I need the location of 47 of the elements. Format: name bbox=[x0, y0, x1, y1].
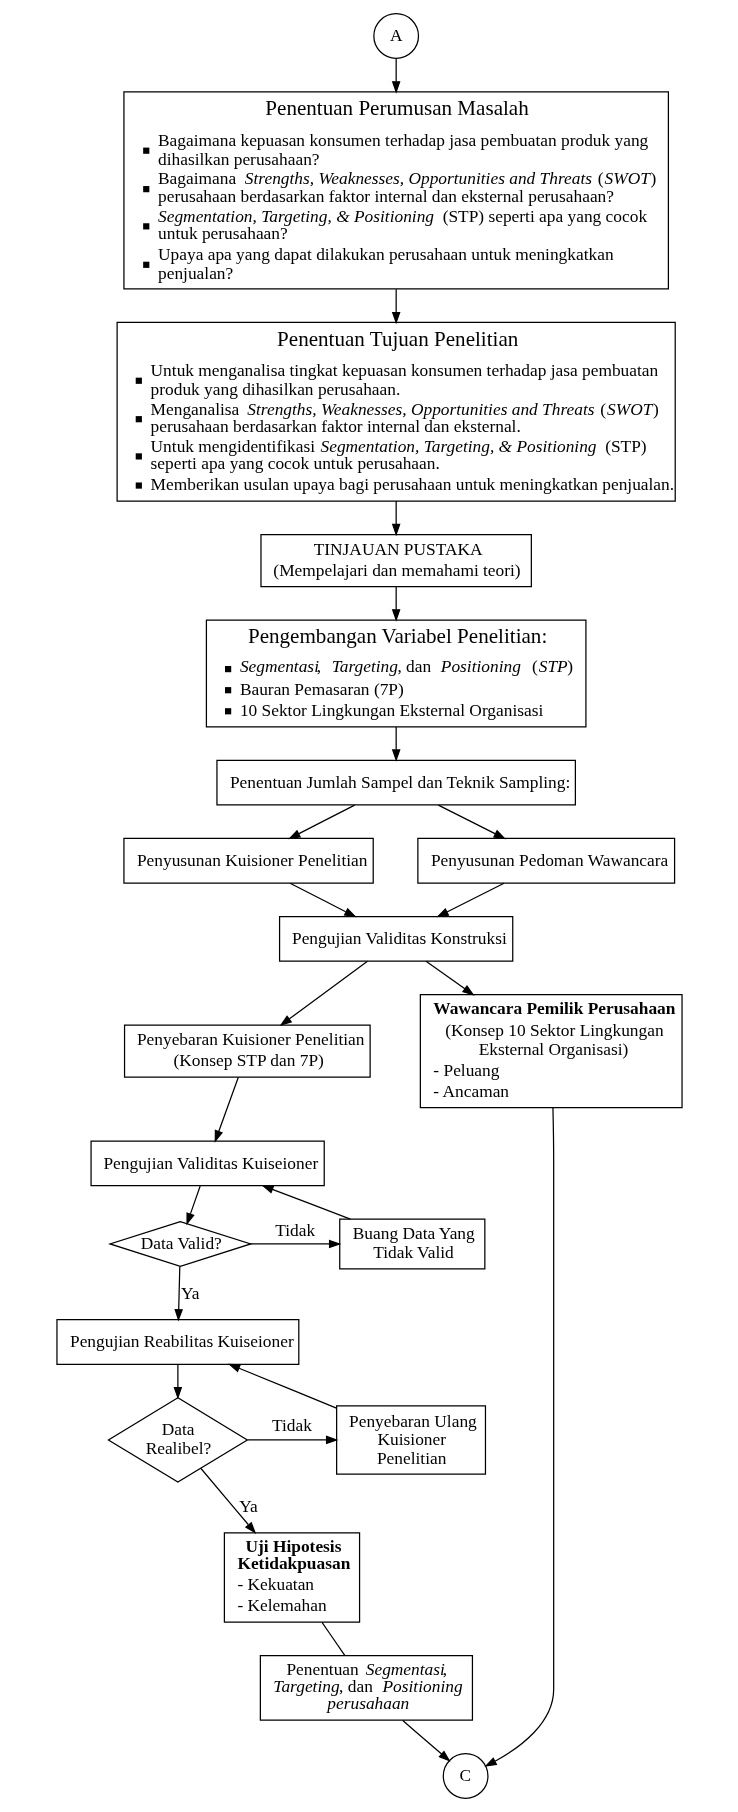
arrow bbox=[391, 726, 400, 762]
node-box: Buang Data Yang Tidak Valid bbox=[338, 1218, 485, 1270]
arrow bbox=[246, 1435, 338, 1445]
node-box: Pengujian Validitas Konstruksi bbox=[278, 915, 513, 962]
arrow bbox=[391, 500, 400, 537]
arrow bbox=[249, 1239, 341, 1249]
node-box: Penentuan Tujuan Penelitian Untuk menganalisa tingkat kepuasan konsumen terhadap jasa pembuatan produk yang dihasilkan perusahaan. Menganalisa Strengths, Weaknesses, Opportunities and Threats (SWOT) perusahaan berdasarkan faktor internal dan eksternal. Untuk mengidentifikasi Segmentation, Targeting, & Positioning (STP) seperti apa yang cocok untuk perusahaan. Memberikan usulan upaya bagi perusahaan untuk meningkatkan penjualan. bbox=[116, 321, 676, 502]
node-box: Penyebaran Ulang Kuisioner Penelitian bbox=[335, 1405, 486, 1475]
edge-label: Ya bbox=[180, 1283, 200, 1303]
node-box: Penyebaran Kuisioner Penelitian (Konsep STP dan 7P) bbox=[123, 1024, 371, 1078]
arrow bbox=[288, 882, 357, 918]
node-box: Penyusunan Kuisioner Penelitian bbox=[122, 837, 374, 884]
node-box: Pengujian Reabilitas Kuiseioner bbox=[55, 1319, 299, 1365]
arrow bbox=[391, 288, 400, 325]
arrow bbox=[173, 1265, 183, 1322]
edge-label: Tidak bbox=[271, 1416, 312, 1436]
arrow bbox=[173, 1363, 182, 1400]
arrow bbox=[483, 1107, 554, 1767]
arrow bbox=[437, 804, 506, 840]
connector bbox=[320, 1621, 346, 1657]
node-box: Penentuan Segmentasi, Targeting, dan Positioning perusahaan bbox=[259, 1655, 473, 1721]
arrow bbox=[185, 1185, 201, 1226]
arrow bbox=[435, 882, 505, 918]
node-box: Penentuan Jumlah Sampel dan Teknik Sampling: bbox=[215, 759, 576, 806]
arrow bbox=[260, 1185, 351, 1220]
arrow bbox=[424, 960, 475, 996]
node-circle: A bbox=[372, 13, 419, 59]
arrow bbox=[401, 1719, 451, 1762]
node-box: TINJAUAN PUSTAKA (Mempelajari dan memahami teori) bbox=[259, 533, 532, 588]
node-box: Wawancara Pemilik Perusahaan (Konsep 10 Sektor Lingkungan Eksternal Organisasi) - Peluang - Ancaman bbox=[419, 994, 683, 1109]
edge-label: Ya bbox=[238, 1497, 258, 1517]
arrow bbox=[287, 804, 355, 840]
node-box: Penyusunan Pedoman Wawancara bbox=[416, 837, 675, 884]
arrow bbox=[391, 586, 400, 622]
arrow bbox=[199, 1467, 256, 1534]
arrow bbox=[227, 1363, 337, 1409]
arrow bbox=[214, 1076, 239, 1143]
arrow bbox=[279, 960, 368, 1027]
node-box: Penentuan Perumusan Masalah Bagaimana kepuasan konsumen terhadap jasa pembuatan produk yang dihasilkan perusahaan? Bagaimana Strengths, Weaknesses, Opportunities and Threats (SWOT) perusahaan berdasarkan faktor internal dan eksternal perusahaan? Segmentation, Targeting, & Positioning (STP) seperti apa yang cocok untuk perusahaan? Upaya apa yang dapat dilakukan perusahaan untuk meningkatkan penjualan? bbox=[122, 91, 669, 290]
node-diamond: Data Realibel? bbox=[106, 1397, 249, 1483]
node-circle: C bbox=[442, 1753, 489, 1799]
node-box: Pengembangan Variabel Penelitian: Segmentasi, Targeting, dan Positioning (STP) Bauran Pemasaran (7P) 10 Sektor Lingkungan Eksternal Organisasi bbox=[205, 619, 587, 728]
node-diamond: Data Valid? bbox=[107, 1221, 253, 1267]
node-box: Pengujian Validitas Kuiseioner bbox=[89, 1140, 325, 1187]
node-box: Uji Hipotesis Ketidakpuasan - Kekuatan - Kelemahan bbox=[223, 1532, 360, 1623]
arrow bbox=[391, 57, 400, 94]
edge-label: Tidak bbox=[274, 1220, 315, 1240]
